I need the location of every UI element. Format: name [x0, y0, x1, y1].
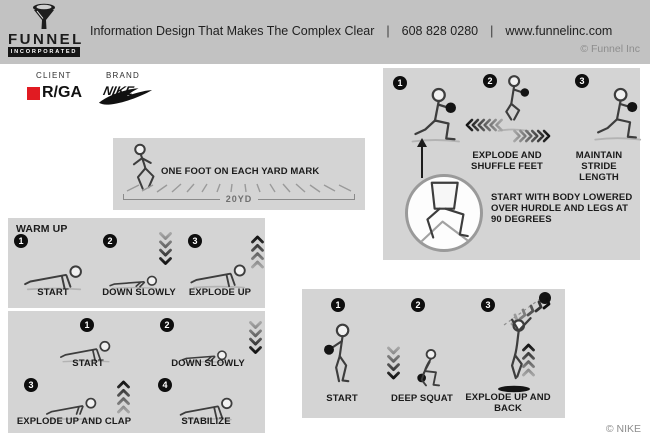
- step-badge-3: 3: [188, 234, 202, 248]
- shuffle-right-chevrons-icon: [511, 129, 555, 143]
- deep-squat-figure-icon: [400, 335, 452, 391]
- step2-label: EXPLODE AND SHUFFLE FEET: [471, 150, 543, 173]
- nike-copyright: © NIKE: [605, 423, 641, 435]
- step-badge-3: 3: [24, 378, 38, 392]
- bracket-line: [123, 193, 220, 200]
- client-logo-rga: R/GA: [27, 84, 82, 102]
- panel-yard-drill: ONE FOOT ON EACH YARD MARK 20YD: [113, 138, 365, 210]
- r2-step1-label: START: [72, 358, 104, 369]
- lunge-figure-icon: [403, 86, 467, 146]
- pushup-up-figure-icon: [186, 246, 252, 290]
- step-badge-1: 1: [393, 76, 407, 90]
- r2-step3-label: EXPLODE UP AND CLAP: [16, 416, 132, 427]
- funnel-icon: [33, 3, 55, 29]
- detail-note: START WITH BODY LOWERED OVER HURDLE AND …: [491, 192, 633, 226]
- down-chevrons-icon: [386, 341, 401, 385]
- yard-marks-icon: [126, 183, 352, 193]
- step3-label: MAINTAIN STRIDE LENGTH: [575, 150, 623, 184]
- detail-magnifier-circle: [405, 174, 483, 252]
- nike-logo-icon: NIKE: [98, 84, 153, 105]
- step2-label: DEEP SQUAT: [391, 393, 453, 404]
- step-badge-2: 2: [160, 318, 174, 332]
- panel-hurdle-drill: 1 2 3 EXPLODE AND SHUFFLE FEET MAINTAIN …: [383, 68, 640, 260]
- client-label: CLIENT: [36, 71, 72, 80]
- ball-stand-figure-icon: [314, 319, 364, 389]
- client-name: R/GA: [42, 84, 82, 101]
- step-badge-2: 2: [103, 234, 117, 248]
- up-chevrons-icon: [116, 376, 131, 418]
- yard-drill-caption: ONE FOOT ON EACH YARD MARK: [161, 166, 320, 177]
- step-badge-4: 4: [158, 378, 172, 392]
- step-badge-1: 1: [80, 318, 94, 332]
- row-divider: [8, 308, 265, 311]
- tagline-separator: |: [386, 24, 390, 38]
- step-badge-2: 2: [411, 298, 425, 312]
- shuffle-left-chevrons-icon: [461, 118, 505, 132]
- tagline-separator: |: [490, 24, 494, 38]
- distance-bracket: 20YD: [123, 193, 356, 204]
- r1-step1-label: START: [37, 287, 69, 298]
- step1-label: START: [326, 393, 358, 404]
- website-link[interactable]: www.funnelinc.com: [505, 24, 613, 38]
- jump-throw-figure-icon: [492, 313, 544, 387]
- r1-step2-label: DOWN SLOWLY: [102, 287, 176, 298]
- tagline-text: Information Design That Makes The Comple…: [90, 24, 375, 38]
- funnel-logo-wordmark: FUNNEL: [8, 31, 84, 48]
- funnel-logo: FUNNEL INCORPORATED: [8, 3, 84, 57]
- panel-squat-throw: 1 START 2 DEEP SQUAT 3 EXPLODE UP AND BA…: [302, 289, 565, 418]
- step-badge-2: 2: [483, 74, 497, 88]
- step-badge-3: 3: [481, 298, 495, 312]
- r2-step2-label: DOWN SLOWLY: [171, 358, 245, 369]
- down-chevrons-icon: [248, 320, 263, 355]
- funnel-copyright: © Funnel Inc: [580, 43, 640, 55]
- step-badge-3: 3: [575, 74, 589, 88]
- r1-step3-label: EXPLODE UP: [188, 287, 252, 298]
- distance-label: 20YD: [225, 194, 253, 204]
- header-bar: FUNNEL INCORPORATED Information Design T…: [0, 0, 650, 64]
- warm-up-title: WARM UP: [16, 223, 68, 235]
- r2-step4-label: STABILIZE: [181, 416, 231, 427]
- step-badge-1: 1: [331, 298, 345, 312]
- legs-90-degrees-icon: [408, 177, 480, 249]
- bracket-line: [258, 193, 356, 200]
- panel-warm-up: WARM UP 1 START 2 DOWN SLOWLY 3 EXPLODE …: [8, 218, 265, 433]
- funnel-logo-subtitle: INCORPORATED: [8, 47, 80, 57]
- step-badge-1: 1: [14, 234, 28, 248]
- up-chevrons-icon: [250, 231, 265, 273]
- header-tagline: Information Design That Makes The Comple…: [90, 24, 612, 38]
- phone-number: 608 828 0280: [401, 24, 479, 38]
- ground-shadow-icon: [498, 385, 530, 393]
- callout-arrow-icon: [417, 138, 427, 178]
- rga-red-square-icon: [27, 86, 40, 100]
- brand-label: BRAND: [106, 71, 141, 80]
- pushup-start-figure-icon: [16, 246, 92, 292]
- lunge-figure-icon: [587, 86, 647, 144]
- step3-label: EXPLODE UP AND BACK: [465, 392, 551, 415]
- up-chevrons-icon: [521, 337, 536, 383]
- pushup-down-figure-icon: [98, 252, 170, 290]
